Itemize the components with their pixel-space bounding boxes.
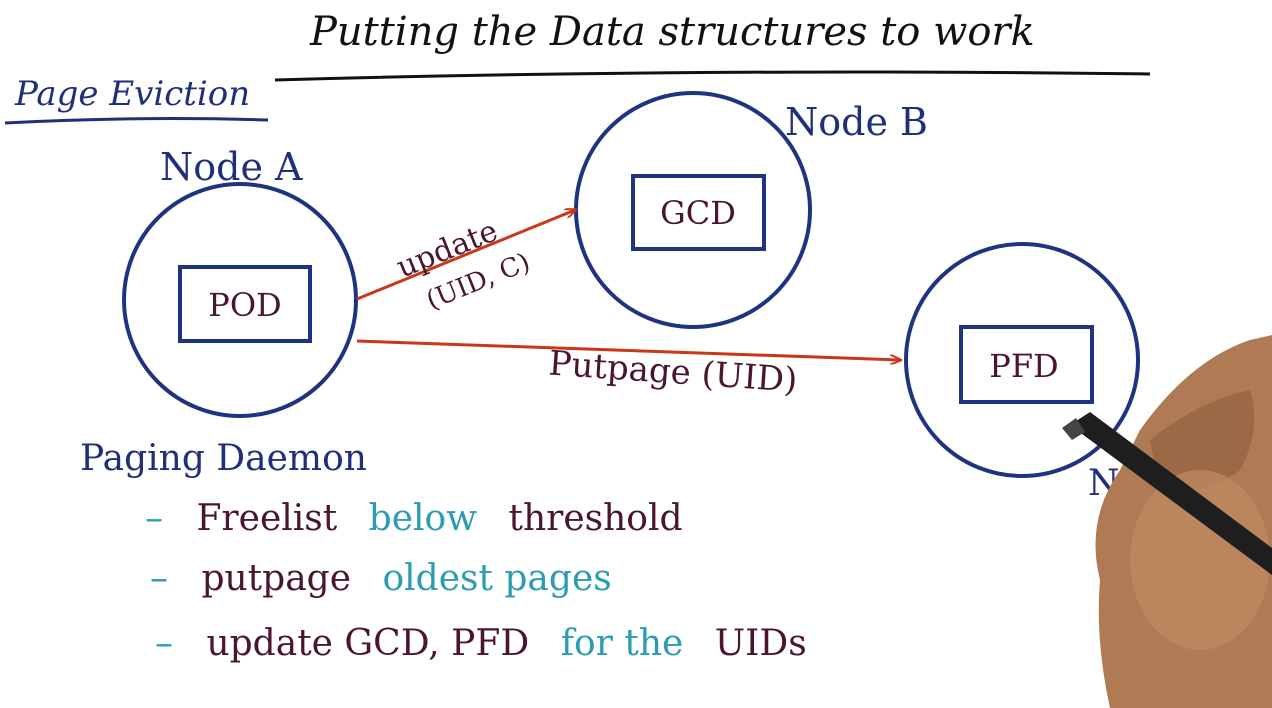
paging-daemon-heading: Paging Daemon (80, 438, 367, 479)
node-a-box-label: POD (208, 286, 281, 324)
title-underline (274, 70, 1151, 82)
daemon-item-1: – Freelist below threshold (145, 498, 683, 539)
node-c-box (959, 325, 1094, 404)
node-b-box-label: GCD (660, 194, 736, 232)
node-a-circle (122, 182, 358, 418)
node-b-label: Node B (785, 100, 928, 144)
daemon-item-2: – putpage oldest pages (150, 558, 612, 599)
daemon-item-3: – update GCD, PFD for the UIDs (155, 623, 807, 664)
node-c-box-label: PFD (989, 347, 1058, 385)
section-heading: Page Eviction (14, 74, 250, 114)
putpage-arrow (356, 339, 900, 360)
node-b-box (631, 174, 766, 251)
node-c-circle (904, 242, 1140, 478)
section-heading-underline (4, 117, 269, 125)
putpage-arrow-label: Putpage (UID) (547, 343, 798, 400)
slide-title: Putting the Data structures to work (309, 9, 1035, 55)
marker-pen (1062, 412, 1272, 575)
node-a-label: Node A (160, 145, 303, 189)
node-a-box (178, 265, 312, 343)
update-arrow (356, 210, 575, 301)
presenter-hand (1095, 335, 1272, 708)
